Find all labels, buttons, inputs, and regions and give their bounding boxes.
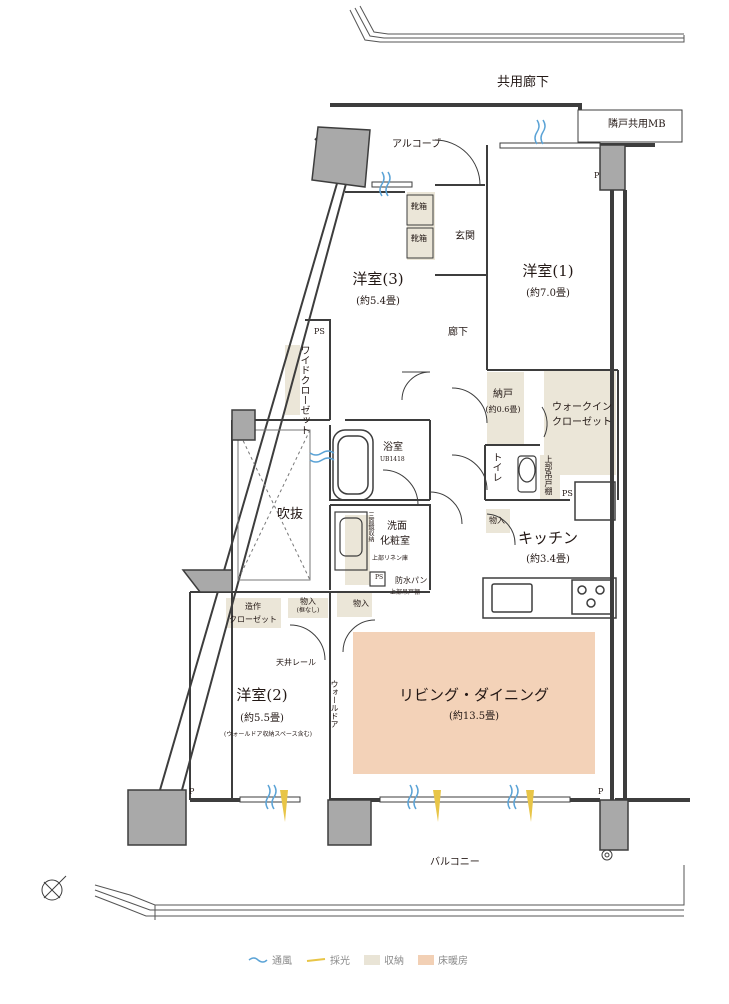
legend-light: 採光 — [306, 952, 350, 967]
void-area — [237, 429, 311, 581]
waterproof-pan-cabinet-label: 上部吊戸棚 — [390, 589, 421, 596]
kitchen-mono-in-label: 物入 — [489, 516, 505, 525]
walkin-closet-line2: クローゼット — [552, 417, 612, 428]
floor-heating-swatch — [418, 954, 434, 965]
kitchen-name: キッチン — [517, 529, 579, 547]
void-label: 吹抜 — [277, 507, 304, 522]
alcove-label: アルコーブ — [392, 139, 442, 150]
shoe-box-1-label: 靴箱 — [411, 202, 427, 211]
storage-swatch — [364, 954, 380, 965]
kitchen-counter — [482, 481, 617, 619]
shoe-box-2-label: 靴箱 — [411, 234, 427, 243]
vertical-storage-label: 三面鏡収納 — [367, 512, 374, 542]
western-room-2-name: 洋室(2) — [236, 686, 288, 704]
western-room-1-size: (約7.0畳) — [526, 288, 570, 299]
entrance-label: 玄関 — [455, 231, 475, 242]
legend-storage-label: 収納 — [384, 956, 404, 967]
upper-cabinet-label: 上部吊戸棚 — [544, 455, 553, 495]
waterproof-pan-label: 防水パン — [395, 576, 428, 585]
bathtub — [332, 429, 374, 501]
toilet-fixture — [517, 455, 537, 493]
mono-in-label: 物入 — [353, 599, 369, 608]
wind-icon — [248, 956, 268, 963]
corridor-label: 共用廊下 — [497, 75, 550, 90]
built-in-closet-line1: 造作 — [245, 602, 261, 611]
daylight-marks — [280, 790, 534, 822]
balcony-railing — [94, 865, 685, 920]
floor-heating-area — [353, 632, 595, 774]
frameless-label: (框なし) — [296, 607, 320, 614]
neighbor-mb-label: 隣戸共用MB — [608, 119, 666, 130]
washroom-line2: 化粧室 — [380, 536, 410, 547]
western-room-2-size: (約5.5畳) — [240, 713, 284, 724]
mono-frameless-label: 物入 — [300, 597, 316, 606]
wide-closet-label: ワイドクローゼット — [298, 345, 309, 435]
p-mark-2: P — [598, 787, 604, 796]
neighbor-mb-box — [577, 109, 683, 143]
hall-label: 廊下 — [448, 327, 468, 338]
western-room-2-note: (ウォールドア収納スペース含む) — [224, 731, 312, 738]
washroom-line1: 洗面 — [387, 521, 407, 532]
legend-wind-label: 通風 — [272, 956, 292, 967]
legend-wind: 通風 — [248, 952, 292, 967]
storage-room-size: (約0.6畳) — [485, 405, 521, 414]
legend-storage: 収納 — [364, 952, 404, 967]
light-icon — [306, 957, 326, 962]
p-mark-3: P — [594, 171, 600, 180]
ps-label: PS — [314, 327, 325, 336]
bath-label: 浴室 — [383, 442, 403, 453]
living-dining-size: (約13.5畳) — [448, 711, 500, 722]
washbasin — [334, 511, 386, 587]
walkin-closet-line1: ウォークイン — [552, 402, 612, 413]
legend-floor-heating: 床暖房 — [418, 952, 468, 967]
wall-door-label: ウォールドア — [330, 680, 339, 728]
legend-floor-heating-label: 床暖房 — [438, 956, 468, 967]
drain-icon — [601, 849, 613, 861]
upper-linen-label: 上部リネン庫 — [372, 555, 409, 562]
ps-kitchen-label: PS — [562, 489, 573, 498]
windows — [239, 142, 601, 803]
legend: 通風 採光 収納 床暖房 — [248, 952, 468, 967]
western-room-3-size: (約5.4畳) — [356, 296, 400, 307]
built-in-closet-line2: クローゼット — [229, 615, 277, 624]
toilet-label: トイレ — [490, 452, 501, 482]
ventilation-marks — [265, 119, 546, 810]
columns — [127, 126, 629, 851]
living-dining-name: リビング・ダイニング — [398, 686, 550, 704]
compass-icon — [41, 875, 67, 901]
storage-room-name: 納戸 — [493, 389, 513, 400]
legend-light-label: 採光 — [330, 956, 350, 967]
western-room-3-name: 洋室(3) — [352, 270, 404, 288]
kitchen-size: (約3.4畳) — [526, 554, 570, 565]
interior-walls — [189, 145, 619, 800]
bath-code: UB1418 — [380, 456, 405, 463]
ps-wash-label: PS — [375, 574, 384, 581]
p-mark-1: P — [189, 787, 195, 796]
ceiling-rail-label: 天井レール — [276, 658, 316, 667]
western-room-1-name: 洋室(1) — [522, 262, 574, 280]
door-swings — [289, 139, 548, 661]
balcony-label: バルコニー — [430, 857, 480, 868]
